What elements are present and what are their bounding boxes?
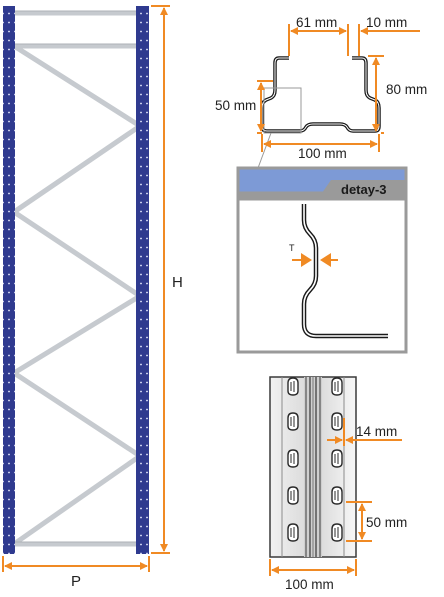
profile-width-label: 100 mm [298, 146, 347, 161]
detail-title: detay-3 [341, 182, 387, 197]
slot-pitch-label: 50 mm [366, 515, 407, 530]
thickness-marker [292, 253, 338, 267]
detail-callout-box [263, 87, 302, 134]
slot-offset-label: 14 mm [356, 424, 397, 439]
profile-lip-label: 50 mm [215, 98, 256, 113]
height-dimension [151, 5, 170, 554]
depth-dimension [2, 556, 150, 572]
upright-width-label: 100 mm [285, 577, 334, 592]
left-upright [3, 6, 15, 554]
depth-label: P [71, 573, 81, 590]
frame-bracing [11, 10, 143, 547]
profile-height-label: 80 mm [386, 82, 427, 97]
profile-flange-label: 10 mm [366, 15, 407, 30]
detail-leader-line [257, 132, 272, 169]
height-label: H [172, 274, 183, 291]
right-upright [136, 6, 149, 554]
detail-panel: detay-3 T [236, 166, 408, 354]
thickness-label: T [289, 243, 295, 253]
rack-frame [3, 6, 149, 554]
profile-inner-width-label: 61 mm [296, 15, 337, 30]
upright-face-view [269, 376, 357, 558]
